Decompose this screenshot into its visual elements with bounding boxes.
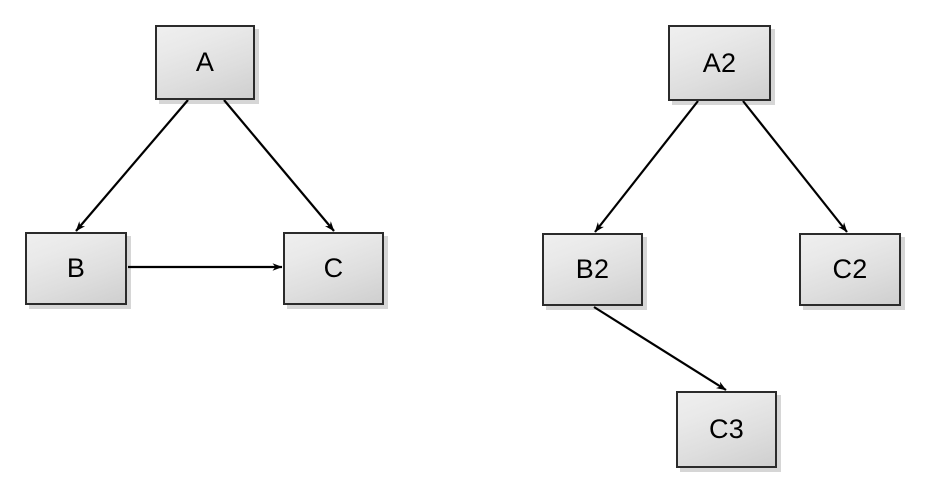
node-c-label: C: [323, 253, 344, 283]
node-c3-label: C3: [709, 414, 744, 444]
edge-group: [75, 99, 848, 391]
node-a2[interactable]: A2: [668, 25, 771, 101]
edge-a2-c2: [742, 100, 848, 233]
edge-a-c: [223, 99, 335, 232]
node-c[interactable]: C: [283, 232, 384, 305]
node-b2[interactable]: B2: [542, 233, 643, 306]
node-c2-label: C2: [832, 254, 868, 284]
node-b-label: B: [66, 253, 86, 283]
node-c2[interactable]: C2: [799, 233, 901, 306]
node-a2-label: A2: [702, 47, 737, 78]
node-c3[interactable]: C3: [676, 391, 777, 468]
edge-b2-c3: [593, 306, 727, 391]
edge-a-b: [75, 99, 189, 232]
edge-a2-b2: [594, 100, 699, 233]
node-a-label: A: [195, 47, 215, 77]
node-a[interactable]: A: [155, 25, 255, 100]
node-b2-label: B2: [575, 254, 610, 284]
node-b[interactable]: B: [25, 232, 127, 305]
